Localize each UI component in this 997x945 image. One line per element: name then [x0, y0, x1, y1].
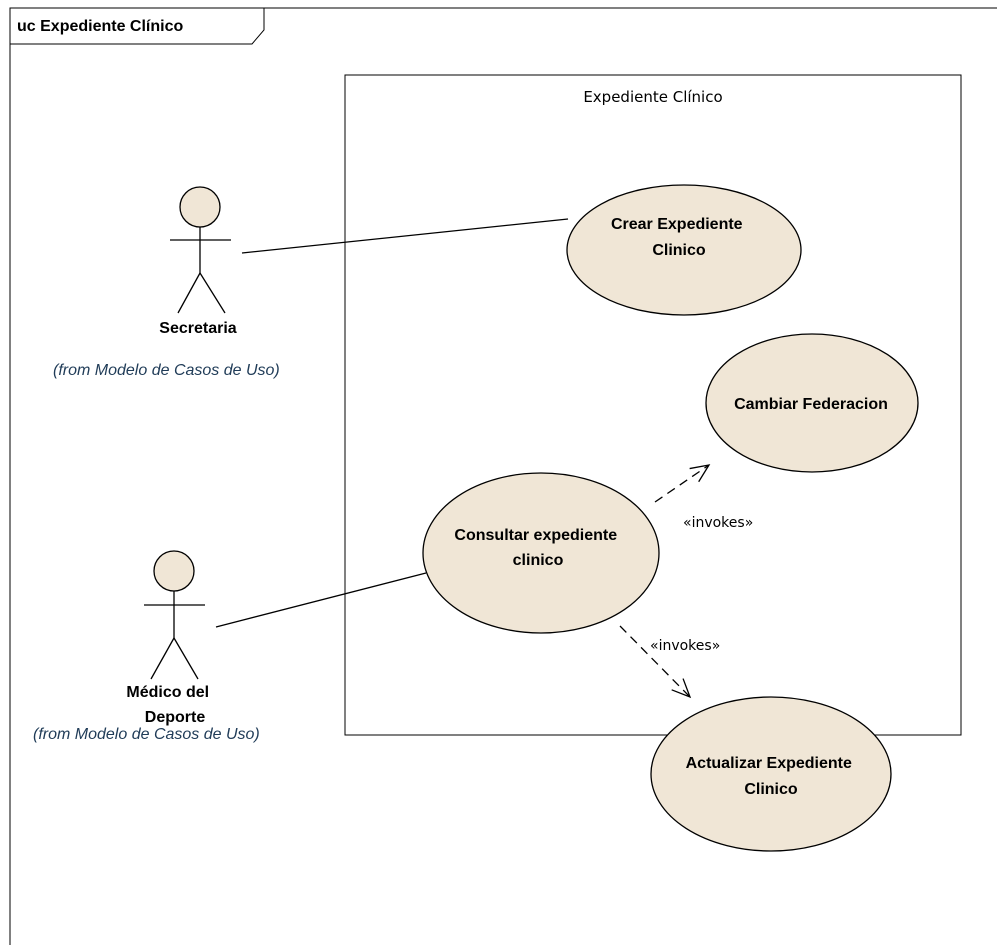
association-medico-consultar[interactable] — [215, 572, 427, 628]
system-boundary-title: Expediente Clínico — [583, 88, 722, 106]
actor-from: (from Modelo de Casos de Uso) — [33, 726, 260, 743]
association-secretaria-crear[interactable] — [241, 218, 569, 254]
stereotype-invokes-actualizar: «invokes» — [650, 638, 720, 654]
stick-figure-icon — [170, 186, 231, 314]
use-case-label: Cambiar Federacion — [734, 396, 888, 413]
diagram-frame: uc Expediente Clínico — [9, 7, 997, 945]
use-case-ellipse[interactable] — [422, 472, 660, 634]
use-case-ellipse[interactable] — [650, 696, 892, 852]
use-case-actualizar[interactable]: Actualizar Expediente Clinico — [650, 696, 892, 852]
frame-title: uc Expediente Clínico — [17, 18, 183, 35]
use-case-label: Crear Expediente Clinico — [611, 216, 747, 259]
actor-from: (from Modelo de Casos de Uso) — [53, 362, 280, 379]
use-case-crear[interactable]: Crear Expediente Clinico — [566, 184, 802, 316]
actor-secretaria[interactable]: Secretaria (from Modelo de Casos de Uso) — [53, 186, 280, 379]
actor-name: Médico del Deporte — [126, 684, 213, 726]
use-case-label: Actualizar Expediente Clinico — [686, 755, 857, 798]
relationships: «invokes» «invokes» — [215, 218, 753, 699]
actor-medico-del-deporte[interactable]: Médico del Deporte (from Modelo de Casos… — [33, 550, 260, 743]
actor-name: Secretaria — [159, 320, 236, 337]
use-case-label: Consultar expediente clinico — [454, 527, 621, 569]
use-case-consultar[interactable]: Consultar expediente clinico — [422, 472, 660, 634]
use-case-ellipse[interactable] — [705, 333, 919, 473]
dependency-consultar-actualizar[interactable] — [619, 625, 692, 699]
stick-figure-icon — [144, 550, 205, 680]
frame-title-tab — [10, 8, 265, 45]
use-case-ellipse[interactable] — [566, 184, 802, 316]
stereotype-invokes-cambiar: «invokes» — [683, 515, 753, 531]
use-case-cambiar[interactable]: Cambiar Federacion — [705, 333, 919, 473]
dependency-consultar-cambiar[interactable] — [654, 464, 711, 503]
